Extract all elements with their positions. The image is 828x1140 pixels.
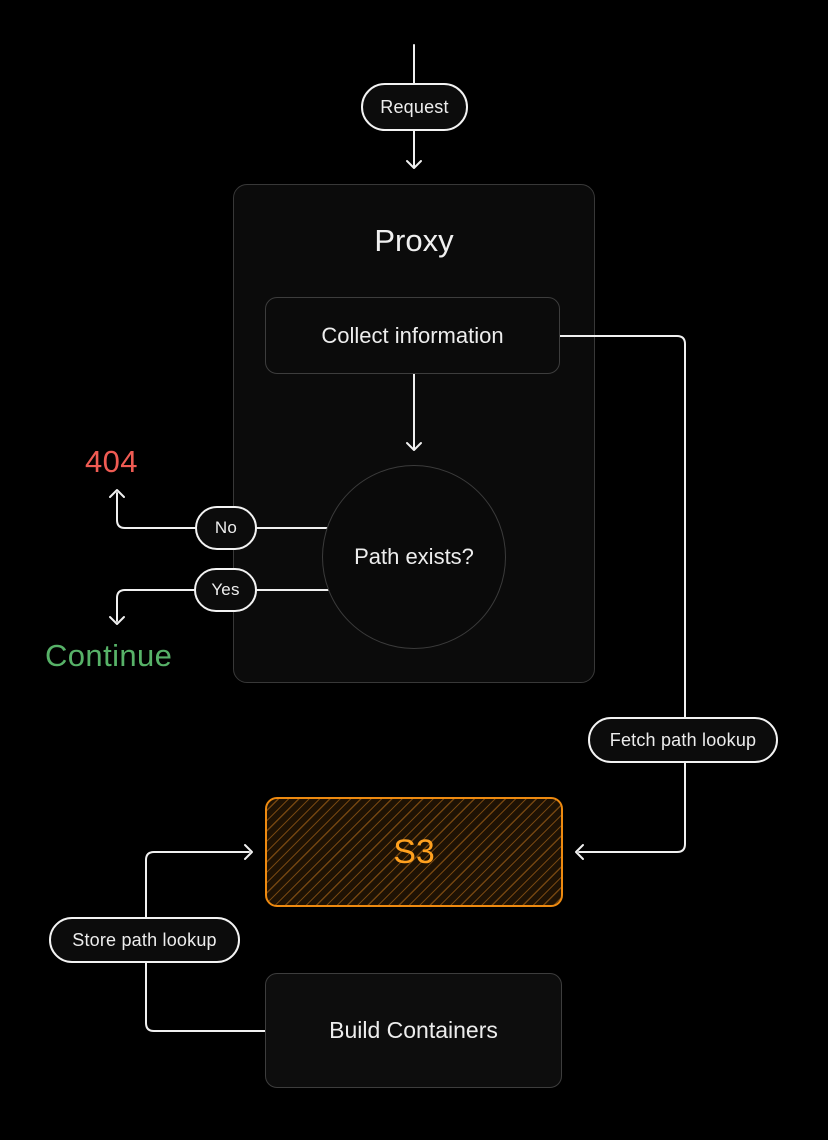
collect-information-node: Collect information xyxy=(265,297,560,374)
edge-yes-to-continue xyxy=(116,589,195,622)
proxy-title: Proxy xyxy=(374,223,454,258)
build-containers-label: Build Containers xyxy=(329,1017,498,1043)
no-branch-pill: No xyxy=(195,506,257,550)
fetch-path-lookup-pill: Fetch path lookup xyxy=(588,717,778,763)
build-containers-node: Build Containers xyxy=(265,973,562,1088)
request-node: Request xyxy=(361,83,468,131)
continue-label: Continue xyxy=(45,638,173,673)
edge-no-to-404 xyxy=(116,492,196,529)
edge-collect-to-s3-via-fetch xyxy=(559,335,686,853)
store-path-lookup-label: Store path lookup xyxy=(72,929,217,950)
yes-branch-pill: Yes xyxy=(194,568,257,612)
no-branch-label: No xyxy=(214,518,238,537)
collect-information-label: Collect information xyxy=(321,322,504,348)
arrowhead-up-404 xyxy=(109,489,125,498)
arrowhead-right-s3 xyxy=(244,844,253,860)
fetch-path-lookup-label: Fetch path lookup xyxy=(609,729,757,750)
arrowhead-down-proxy xyxy=(406,160,422,169)
request-label: Request xyxy=(380,96,449,117)
arrowhead-down-continue xyxy=(109,616,125,625)
path-exists-decision-node: Path exists? xyxy=(322,465,506,649)
s3-label: S3 xyxy=(393,832,435,871)
result-404-label: 404 xyxy=(85,444,138,479)
s3-node: S3 xyxy=(265,797,563,907)
arrowhead-left-s3 xyxy=(575,844,584,860)
arrowhead-down-decision xyxy=(406,442,422,451)
store-path-lookup-pill: Store path lookup xyxy=(49,917,240,963)
path-exists-label: Path exists? xyxy=(354,544,474,569)
yes-branch-label: Yes xyxy=(211,580,240,599)
